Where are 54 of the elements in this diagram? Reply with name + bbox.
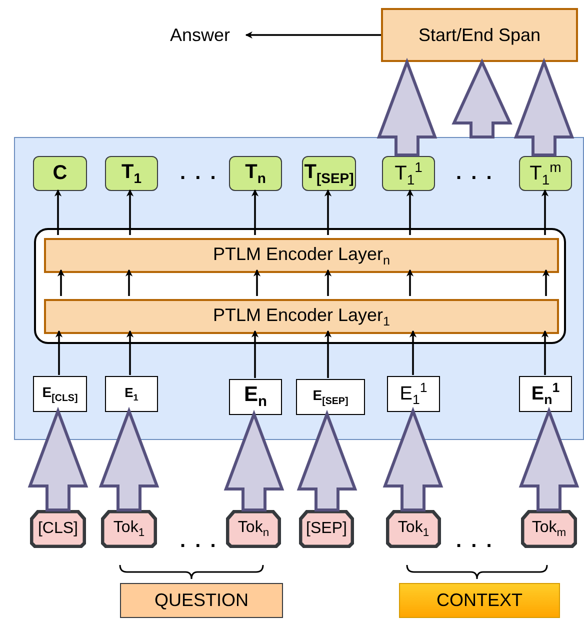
block-arrow bbox=[296, 410, 358, 512]
arrow bbox=[125, 269, 133, 296]
encoder-stack bbox=[34, 228, 566, 344]
block-arrow bbox=[452, 58, 512, 138]
ellipsis: . . . bbox=[180, 162, 218, 185]
arrow bbox=[251, 189, 259, 235]
model-panel bbox=[14, 137, 584, 440]
output-token-box: T$_{n}$ bbox=[229, 156, 282, 191]
segment-label-box: CONTEXT bbox=[399, 583, 560, 618]
arrow bbox=[406, 269, 414, 296]
input-token-box: Tok$_{1}$ bbox=[386, 510, 441, 548]
ellipsis: . . . bbox=[456, 162, 494, 185]
embedding-box: E$_{[CLS]}$ bbox=[33, 376, 87, 412]
input-token-box: Tok$_{n}$ bbox=[226, 510, 281, 548]
arrow bbox=[324, 269, 332, 296]
arrow bbox=[251, 330, 259, 378]
arrow bbox=[541, 189, 549, 235]
arrow bbox=[406, 189, 414, 235]
block-arrow bbox=[382, 406, 444, 512]
block-arrow bbox=[514, 58, 574, 156]
encoder-layer-bar: PTLM Encoder Layer$_{n}$ bbox=[44, 238, 559, 273]
arrow bbox=[126, 189, 134, 235]
input-token-box: [CLS] bbox=[30, 510, 86, 548]
answer-label: Answer bbox=[160, 22, 240, 48]
block-arrow bbox=[224, 410, 284, 512]
embedding-box: E$_{1}$ bbox=[105, 376, 158, 412]
arrow bbox=[57, 269, 65, 296]
block-arrow bbox=[28, 406, 88, 512]
output-token-box: C bbox=[33, 156, 87, 191]
arrow bbox=[55, 330, 63, 375]
encoder-layer-bar: PTLM Encoder Layer$_{1}$ bbox=[44, 299, 559, 334]
arrow bbox=[541, 330, 549, 375]
arrow bbox=[324, 189, 332, 235]
block-arrow bbox=[518, 406, 580, 512]
arrow bbox=[542, 269, 550, 296]
embedding-box: E$_{n}$ bbox=[229, 379, 282, 415]
arrow bbox=[126, 330, 134, 375]
input-token-box: Tok$_{1}$ bbox=[101, 510, 157, 548]
arrow bbox=[54, 189, 62, 235]
arrow bbox=[324, 330, 332, 378]
block-arrow bbox=[376, 58, 438, 156]
arrow bbox=[253, 269, 261, 296]
arrow bbox=[245, 31, 381, 39]
input-token-box: Tok$_{m}$ bbox=[521, 510, 577, 548]
embedding-box: E$_{[SEP]}$ bbox=[296, 379, 365, 415]
output-box: Start/End Span bbox=[381, 8, 578, 62]
segment-label-box: QUESTION bbox=[120, 583, 283, 618]
output-token-box: T$_{1}$ bbox=[105, 156, 158, 191]
ellipsis: . . . bbox=[180, 530, 218, 553]
ellipsis: . . . bbox=[456, 530, 494, 553]
arrow bbox=[409, 330, 417, 375]
output-token-box: T$_{[SEP]}$ bbox=[302, 156, 356, 191]
input-token-box: [SEP] bbox=[299, 510, 354, 548]
block-arrow bbox=[98, 406, 160, 512]
